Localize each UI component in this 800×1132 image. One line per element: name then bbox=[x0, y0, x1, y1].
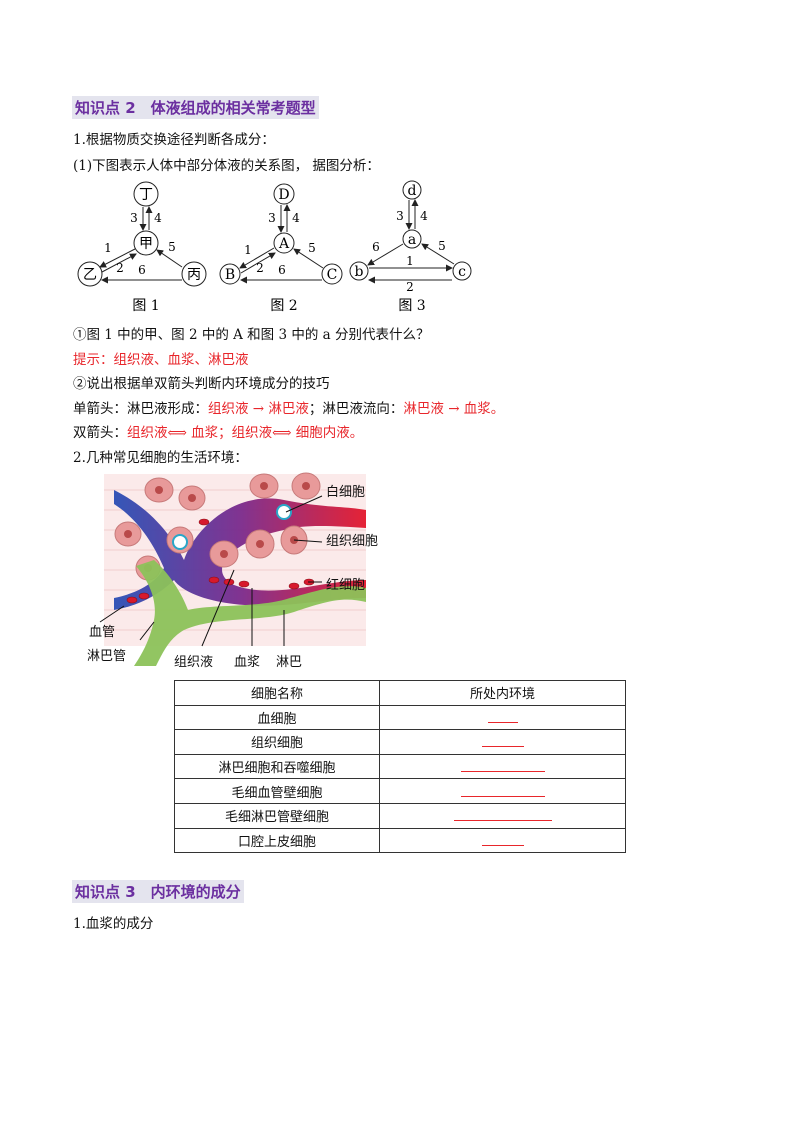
answer-blank[interactable] bbox=[379, 778, 626, 804]
diagram-1-label-6: 6 bbox=[138, 263, 146, 277]
label-tissue-cell: 组织细胞 bbox=[326, 534, 379, 549]
label-lymph-vessel: 淋巴管 bbox=[87, 649, 127, 664]
single-arrow-answer-b: 淋巴液 → 血浆。 bbox=[403, 401, 505, 417]
diagram-2-label-4: 4 bbox=[292, 211, 300, 225]
cell-name: 组织细胞 bbox=[174, 729, 380, 755]
cell-environment-table: 细胞名称 所处内环境 血细胞 组织细胞 淋巴细胞和吞噬细胞 毛细血管壁细胞 毛细… bbox=[174, 680, 626, 854]
diagram-3-label-3: 3 bbox=[396, 209, 404, 223]
table-row: 毛细血管壁细胞 bbox=[174, 778, 626, 804]
diagram-2-top-node: D bbox=[278, 187, 289, 203]
single-arrow-mid: ；淋巴液流向： bbox=[308, 401, 404, 417]
label-blood-vessel: 血管 bbox=[89, 625, 116, 640]
label-lymph: 淋巴 bbox=[276, 655, 303, 670]
cell-name: 淋巴细胞和吞噬细胞 bbox=[174, 753, 380, 780]
hint-answer: 组织液、血浆、淋巴液 bbox=[113, 352, 249, 368]
hint-line: 提示：组织液、血浆、淋巴液 bbox=[73, 348, 249, 368]
diagram-1-caption: 图 1 bbox=[132, 298, 159, 314]
section-heading-2: 知识点 2 体液组成的相关常考题型 bbox=[72, 96, 319, 119]
double-arrow-answer: 组织液⟺ 血浆；组织液⟺ 细胞内液。 bbox=[127, 425, 364, 441]
diagram-3-label-6: 6 bbox=[372, 240, 380, 254]
label-white-blood-cell: 白细胞 bbox=[326, 485, 366, 500]
table-header-environment: 所处内环境 bbox=[379, 680, 626, 706]
double-arrow-line: 双箭头：组织液⟺ 血浆；组织液⟺ 细胞内液。 bbox=[73, 421, 363, 441]
diagram-1-label-4: 4 bbox=[154, 211, 162, 225]
plasma-components-line: 1.血浆的成分 bbox=[73, 916, 154, 932]
diagram-2-label-1: 1 bbox=[244, 243, 252, 257]
diagram-3-left-node: b bbox=[355, 264, 364, 280]
diagram-3-label-5: 5 bbox=[438, 239, 446, 253]
diagram-2-label-2: 2 bbox=[256, 261, 264, 275]
table-header-cell-name: 细胞名称 bbox=[174, 680, 380, 706]
answer-blank[interactable] bbox=[379, 753, 626, 780]
body-fluid-relationship-diagrams: 丁 甲 乙 丙 3 4 1 2 5 6 图 1 D A B C 3 4 1 bbox=[77, 180, 472, 314]
diagram-1: 丁 甲 乙 丙 3 4 1 2 5 6 图 1 bbox=[77, 181, 207, 314]
answer-blank[interactable] bbox=[379, 802, 626, 829]
section-heading-3: 知识点 3 内环境的成分 bbox=[72, 880, 244, 903]
diagram-3: d a b c 3 4 6 5 1 2 图 3 bbox=[349, 180, 472, 314]
table-row: 组织细胞 bbox=[174, 729, 626, 755]
diagram-3-caption: 图 3 bbox=[398, 298, 425, 314]
double-arrow-label: 双箭头： bbox=[73, 425, 127, 441]
diagram-1-left-node: 乙 bbox=[83, 267, 97, 283]
diagram-1-label-2: 2 bbox=[116, 261, 124, 275]
cell-name: 毛细血管壁细胞 bbox=[174, 778, 380, 804]
question-3: 2.几种常见细胞的生活环境： bbox=[73, 450, 248, 466]
lymph-vessel bbox=[134, 560, 366, 666]
diagram-3-label-2: 2 bbox=[406, 280, 414, 294]
question-line-1: 1.根据物质交换途径判断各成分： bbox=[73, 132, 275, 148]
hint-label: 提示： bbox=[73, 352, 114, 368]
label-tissue-fluid: 组织液 bbox=[174, 655, 214, 670]
diagram-1-center-node: 甲 bbox=[139, 236, 153, 252]
question-line-2: (1)下图表示人体中部分体液的关系图， 据图分析： bbox=[73, 158, 380, 174]
diagram-1-label-5: 5 bbox=[168, 240, 176, 254]
cell-name: 毛细淋巴管壁细胞 bbox=[174, 802, 380, 829]
table-row: 口腔上皮细胞 bbox=[174, 827, 626, 854]
label-red-blood-cell: 红细胞 bbox=[326, 578, 366, 593]
diagram-2-left-node: B bbox=[225, 267, 235, 283]
diagram-1-label-3: 3 bbox=[130, 211, 138, 225]
cell-name: 血细胞 bbox=[174, 704, 380, 731]
diagram-3-center-node: a bbox=[408, 232, 416, 248]
capillary-vessel bbox=[114, 490, 366, 610]
single-arrow-label: 单箭头：淋巴液形成： bbox=[73, 401, 208, 417]
answer-blank[interactable] bbox=[379, 729, 626, 755]
table-header-row: 细胞名称 所处内环境 bbox=[174, 680, 626, 706]
diagram-2-label-5: 5 bbox=[308, 241, 316, 255]
table-row: 血细胞 bbox=[174, 704, 626, 731]
diagram-3-label-1: 1 bbox=[406, 254, 414, 268]
diagram-2-caption: 图 2 bbox=[270, 298, 297, 314]
cell-name: 口腔上皮细胞 bbox=[174, 827, 380, 854]
diagram-2-label-6: 6 bbox=[278, 263, 286, 277]
diagram-1-label-1: 1 bbox=[104, 241, 112, 255]
table-row: 毛细淋巴管壁细胞 bbox=[174, 802, 626, 829]
table-row: 淋巴细胞和吞噬细胞 bbox=[174, 753, 626, 780]
diagram-1-right-node: 丙 bbox=[187, 267, 201, 283]
diagram-2-right-node: C bbox=[327, 267, 338, 283]
single-arrow-answer-a: 组织液 → 淋巴液 bbox=[208, 401, 309, 417]
diagram-3-label-4: 4 bbox=[420, 209, 428, 223]
answer-blank[interactable] bbox=[379, 827, 626, 854]
diagram-2-label-3: 3 bbox=[268, 211, 276, 225]
diagram-2: D A B C 3 4 1 2 5 6 图 2 bbox=[219, 183, 343, 314]
diagram-3-right-node: c bbox=[458, 264, 466, 280]
single-arrow-line: 单箭头：淋巴液形成：组织液 → 淋巴液；淋巴液流向：淋巴液 → 血浆。 bbox=[73, 397, 504, 417]
diagram-3-top-node: d bbox=[408, 183, 417, 199]
white-blood-cell bbox=[172, 534, 188, 550]
label-plasma: 血浆 bbox=[234, 655, 261, 670]
tissue-environment-illustration bbox=[99, 472, 366, 666]
diagram-2-center-node: A bbox=[278, 236, 290, 252]
answer-blank[interactable] bbox=[379, 704, 626, 731]
question-2: ②说出根据单双箭头判断内环境成分的技巧 bbox=[73, 376, 330, 392]
diagram-1-top-node: 丁 bbox=[139, 187, 153, 203]
question-1: ①图 1 中的甲、图 2 中的 A 和图 3 中的 a 分别代表什么？ bbox=[73, 327, 430, 343]
